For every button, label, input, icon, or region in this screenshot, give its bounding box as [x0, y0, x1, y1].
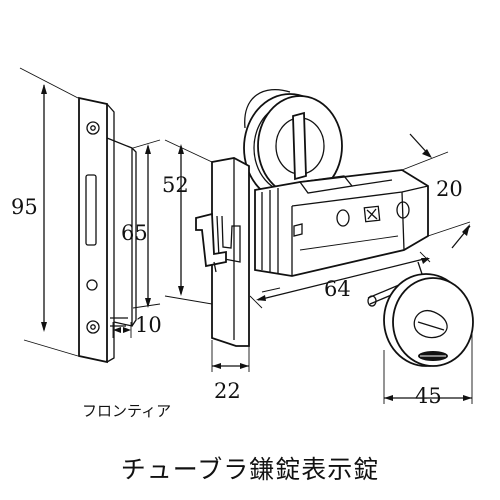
- faceplate-height-label: 52: [162, 173, 189, 197]
- finish-label: フロンティア: [82, 402, 171, 420]
- backset-label: 64: [324, 277, 351, 301]
- faceplate-dimension-lines: [164, 139, 250, 372]
- product-title: チューブラ鎌錠表示錠: [121, 455, 380, 484]
- escutcheon-diameter-label: 45: [415, 384, 442, 408]
- thickness-dimension-line: [401, 133, 471, 249]
- dimension-labels: 95 65 10 52 22 64 20 45: [11, 173, 463, 408]
- thickness-label: 20: [436, 177, 463, 201]
- faceplate-width-label: 22: [214, 379, 241, 403]
- indicator-escutcheon: [367, 261, 474, 367]
- backset-dimension-line: [249, 251, 431, 309]
- lock-body: [243, 88, 429, 277]
- strike-length-label: 65: [121, 221, 148, 245]
- escutcheon-dimension-line: [383, 334, 473, 404]
- lock-faceplate: [195, 157, 250, 347]
- strike-plate: [78, 96, 137, 364]
- strike-width-label: 10: [135, 313, 162, 337]
- strike-dimension-lines: [19, 67, 161, 357]
- strike-height-label: 95: [11, 195, 38, 219]
